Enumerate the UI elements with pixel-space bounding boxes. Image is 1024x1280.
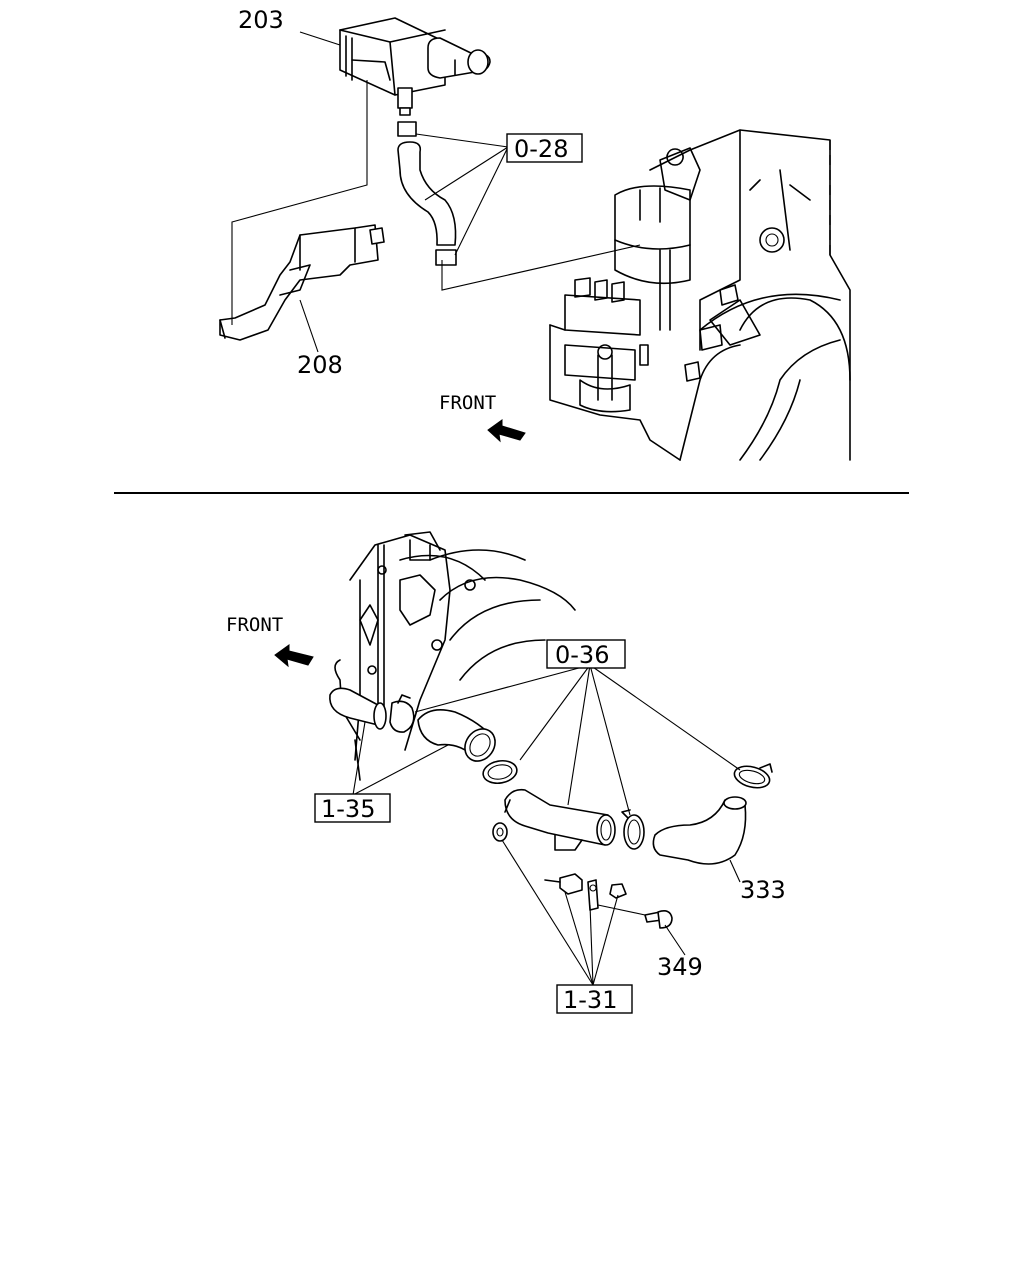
top-view: 203 208 0-28 FRONT (219, 6, 851, 461)
front-arrow-bottom-icon (274, 644, 314, 668)
front-label-top: FRONT (439, 392, 496, 414)
callout-333: 333 (740, 876, 786, 904)
fuel-hose-top (397, 121, 457, 266)
outlet-pipe (329, 687, 415, 733)
top-leader-lines (231, 31, 641, 353)
part-203-housing (339, 17, 491, 116)
callout-203: 203 (238, 6, 284, 34)
ref-label-0-36: 0-36 (555, 641, 609, 669)
clamp-pipe-right (621, 809, 645, 850)
mounting-hardware (492, 822, 673, 929)
callout-349: 349 (657, 953, 703, 981)
ref-label-1-35: 1-35 (321, 795, 375, 823)
part-333-hose (652, 796, 747, 865)
part-208-bracket (219, 224, 385, 341)
callout-208: 208 (297, 351, 343, 379)
ref-box-0-28 (506, 133, 583, 163)
ref-box-1-31 (556, 984, 633, 1014)
bottom-leader-lines (352, 664, 741, 986)
engine-block (549, 129, 851, 461)
clamp-far-right (733, 763, 773, 789)
engine-housing-bottom (334, 531, 576, 781)
ref-label-0-28: 0-28 (514, 135, 568, 163)
ref-label-1-31: 1-31 (563, 986, 617, 1014)
front-arrow-top-icon (487, 419, 526, 443)
ref-box-1-35 (314, 793, 391, 823)
front-label-bottom: FRONT (226, 614, 283, 636)
ref-box-0-36 (546, 639, 626, 669)
metal-pipe (504, 788, 616, 851)
upper-hose (417, 709, 496, 762)
clamp-middle (482, 759, 518, 785)
bottom-view: 0-36 1-35 1-31 333 349 FRONT (226, 531, 786, 1014)
